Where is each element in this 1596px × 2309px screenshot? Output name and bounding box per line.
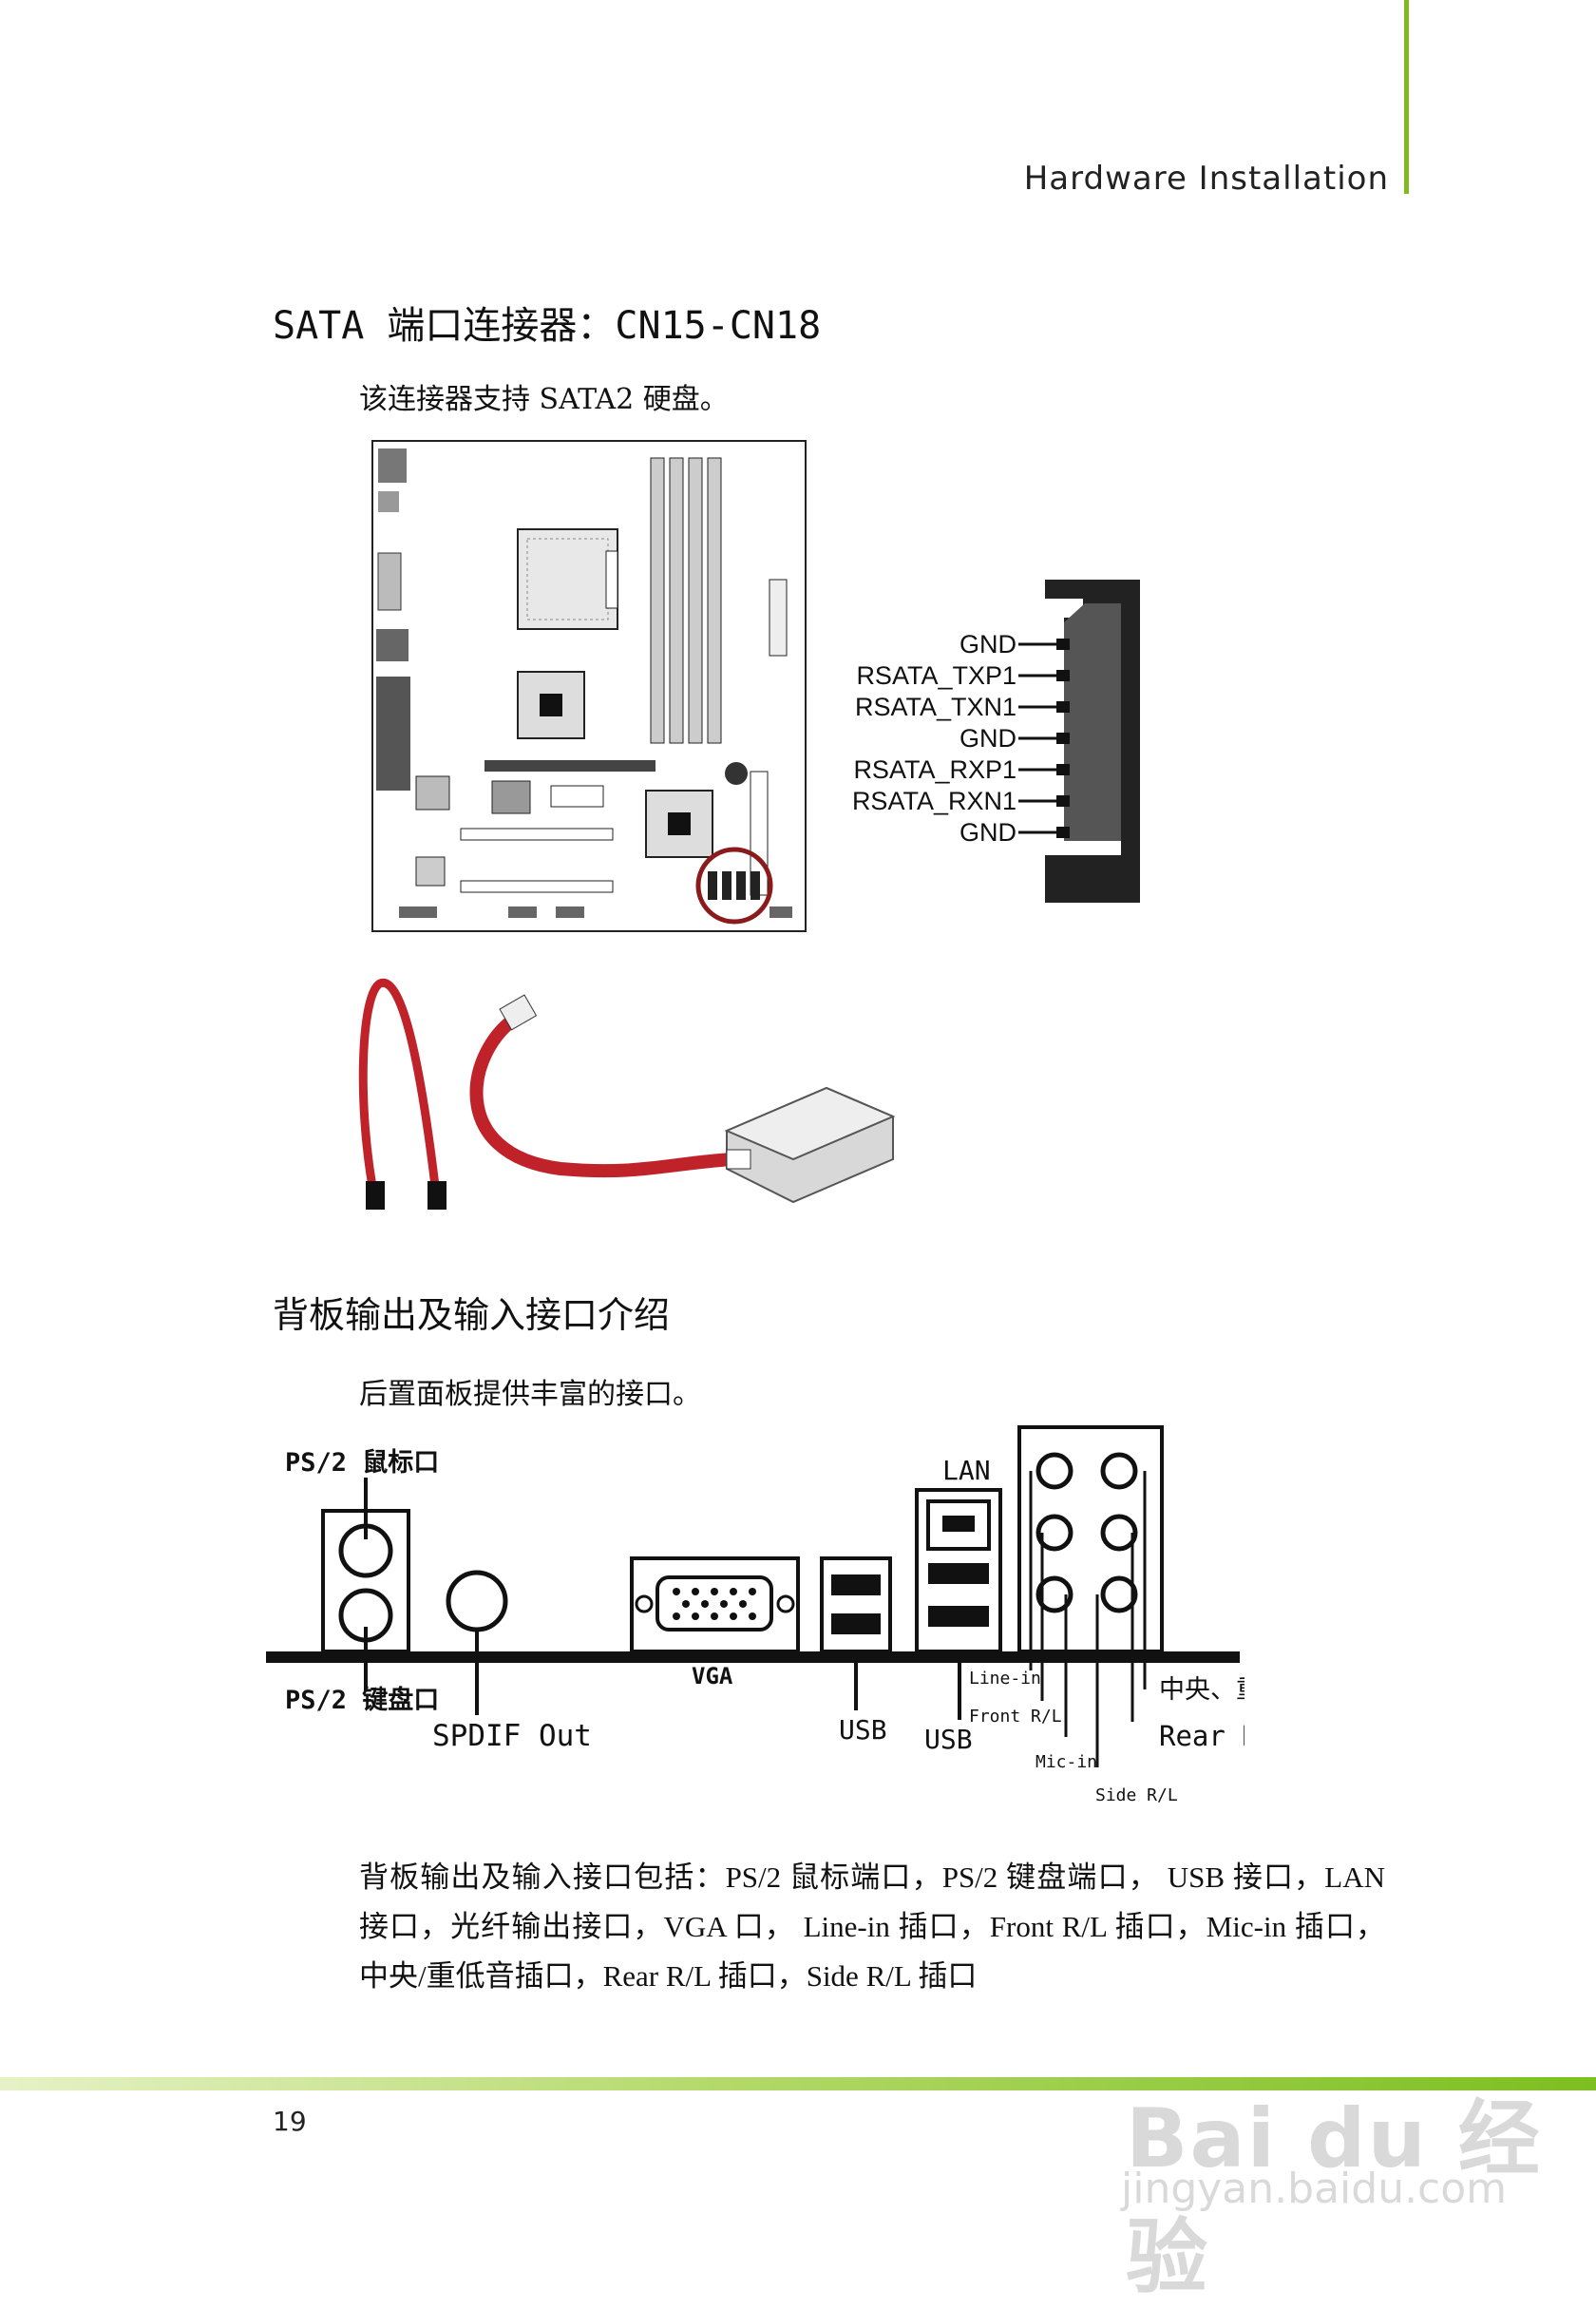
usb1-label: USB [839, 1714, 887, 1746]
sata-pin-label: RSATA_TXN1 [855, 693, 1016, 721]
sata-pin-contact [1056, 639, 1070, 650]
spdif-label: SPDIF Out [432, 1719, 592, 1753]
sata-pin-contact [1056, 764, 1070, 775]
backpanel-summary: 背板输出及输入接口包括：PS/2 鼠标端口，PS/2 键盘端口， USB 接口，… [359, 1861, 1385, 1993]
lan-label: LAN [942, 1455, 991, 1486]
line-in-label: Line-in [969, 1669, 1041, 1689]
backpanel-description: 后置面板提供丰富的接口。 [359, 1378, 701, 1411]
sata-pin-contact [1056, 670, 1070, 681]
sata-pin-contact [1056, 795, 1070, 807]
rear-rl-label: Rear R/L [1159, 1720, 1244, 1752]
mic-in-label: Mic-in [1036, 1752, 1097, 1772]
baidu-watermark-url: jingyan.baidu.com [1121, 2165, 1508, 2213]
sata-highlight-circle [695, 847, 773, 925]
front-rl-label: Front R/L [969, 1707, 1062, 1727]
sata-description: 该连接器支持 SATA2 硬盘。 [359, 383, 729, 416]
ps2-mouse-label: PS/2 鼠标口 [285, 1448, 439, 1478]
sata-pin-label: RSATA_RXN1 [852, 787, 1016, 815]
sata-pin-label: RSATA_RXP1 [853, 755, 1016, 784]
sata-cable-illustration [358, 978, 896, 1210]
page-number: 19 [273, 2106, 307, 2137]
sata-pin-label: GND [960, 724, 1016, 753]
sata-pin-label: GND [960, 818, 1016, 847]
footer-gradient-bar [0, 2077, 1596, 2090]
usb2-label: USB [924, 1724, 973, 1755]
sata-pin-contact [1056, 701, 1070, 713]
ps2-keyboard-label: PS/2 键盘口 [285, 1685, 439, 1715]
sata-pin-label: GND [960, 630, 1016, 658]
backpanel-diagram: PS/2 鼠标口 PS/2 键盘口 SPDIF Out VGA USB LAN … [266, 1425, 1244, 1805]
backpanel-section-heading: 背板输出及输入接口介绍 [273, 1294, 671, 1336]
header-accent-rule [1404, 0, 1409, 194]
sata-pin-label: RSATA_TXP1 [856, 661, 1016, 690]
sata-section-heading: SATA 端口连接器：CN15-CN18 [273, 304, 822, 348]
sata-pin-contact [1056, 733, 1070, 744]
center-subwoofer-label: 中央、重低音 [1159, 1675, 1244, 1705]
running-header: Hardware Installation [1023, 160, 1389, 198]
vga-label: VGA [692, 1663, 733, 1689]
motherboard-layout-diagram [371, 440, 807, 932]
side-rl-label: Side R/L [1095, 1785, 1178, 1805]
sata-pin-contact [1056, 827, 1070, 838]
sata-pinout-diagram: GNDRSATA_TXP1RSATA_TXN1GNDRSATA_RXP1RSAT… [852, 580, 1140, 903]
